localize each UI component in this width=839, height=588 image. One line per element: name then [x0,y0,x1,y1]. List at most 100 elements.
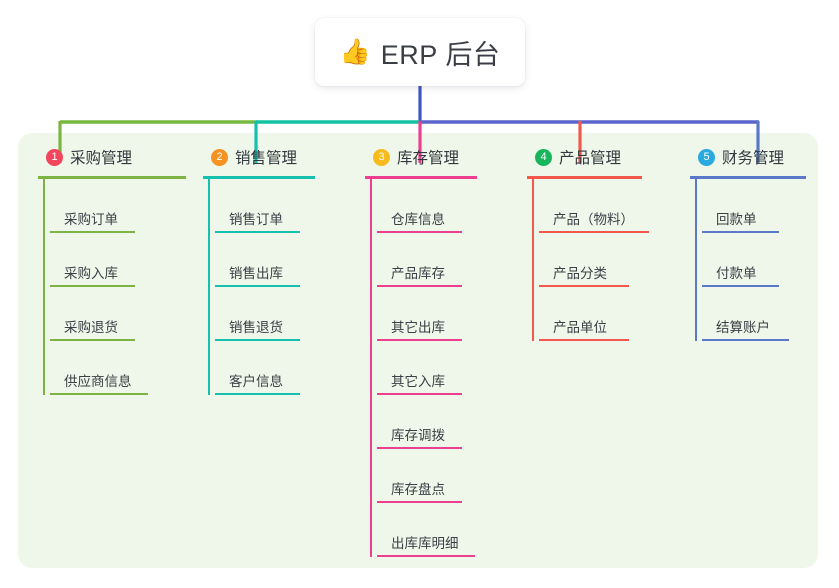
list-item-rule [539,339,629,341]
list-item[interactable]: 产品库存 [377,233,477,287]
list-item[interactable]: 其它出库 [377,287,477,341]
column-badge-5: 5 [698,148,715,166]
list-item-label: 客户信息 [229,374,283,389]
column-rule-3 [365,176,477,179]
column-spine-2 [208,179,210,395]
title-card: 👍 ERP 后台 [315,18,525,86]
list-item-label: 其它入库 [391,374,445,389]
list-item[interactable]: 其它入库 [377,341,477,395]
list-item[interactable]: 库存盘点 [377,449,477,503]
list-item[interactable]: 付款单 [702,233,806,287]
list-item-rule [539,231,649,233]
list-item-rule [377,501,462,503]
column-rule-1 [38,176,186,179]
list-item-label: 产品库存 [391,266,445,281]
list-item[interactable]: 销售退货 [215,287,315,341]
list-item-label: 结算账户 [716,320,770,335]
list-item-rule [50,285,135,287]
list-item-label: 采购入库 [64,266,118,281]
list-item[interactable]: 结算账户 [702,287,806,341]
list-item[interactable]: 仓库信息 [377,179,477,233]
list-item-rule [377,285,462,287]
column-items-1: 采购订单采购入库采购退货供应商信息 [38,179,186,395]
list-item[interactable]: 供应商信息 [50,341,186,395]
list-item-rule [215,393,300,395]
list-item-label: 产品单位 [553,320,607,335]
list-item-rule [377,555,475,557]
list-item[interactable]: 出库库明细 [377,503,477,557]
list-item-label: 供应商信息 [64,374,132,389]
list-item-rule [50,231,135,233]
list-item-rule [377,339,462,341]
list-item[interactable]: 销售订单 [215,179,315,233]
list-item-label: 仓库信息 [391,212,445,227]
column-badge-2: 2 [211,148,228,166]
column-rule-5 [690,176,806,179]
thumbs-up-icon: 👍 [339,37,371,66]
list-item[interactable]: 采购退货 [50,287,186,341]
list-item-label: 产品（物料） [553,212,634,227]
list-item-label: 销售出库 [229,266,283,281]
column-2: 2 销售管理销售订单销售出库销售退货客户信息 [203,145,315,395]
column-5: 5 财务管理回款单付款单结算账户 [690,145,806,341]
title-inner: 👍 ERP 后台 [340,33,501,72]
list-item[interactable]: 客户信息 [215,341,315,395]
column-items-5: 回款单付款单结算账户 [690,179,806,341]
list-item[interactable]: 销售出库 [215,233,315,287]
list-item[interactable]: 采购订单 [50,179,186,233]
column-title-3: 库存管理 [397,150,460,167]
column-rule-4 [527,176,642,179]
list-item-label: 采购退货 [64,320,118,335]
column-1: 1 采购管理采购订单采购入库采购退货供应商信息 [38,145,186,395]
column-spine-5 [695,179,697,341]
list-item-label: 销售订单 [229,212,283,227]
column-items-2: 销售订单销售出库销售退货客户信息 [203,179,315,395]
list-item-rule [215,339,300,341]
column-3: 3 库存管理仓库信息产品库存其它出库其它入库库存调拨库存盘点出库库明细 [365,145,477,557]
list-item-label: 库存调拨 [391,428,445,443]
list-item[interactable]: 库存调拨 [377,395,477,449]
column-header-1[interactable]: 1 采购管理 [38,145,186,169]
column-items-3: 仓库信息产品库存其它出库其它入库库存调拨库存盘点出库库明细 [365,179,477,557]
column-title-4: 产品管理 [559,150,622,167]
list-item[interactable]: 采购入库 [50,233,186,287]
list-item[interactable]: 产品分类 [539,233,642,287]
list-item[interactable]: 回款单 [702,179,806,233]
list-item-rule [702,231,779,233]
column-title-2: 销售管理 [235,150,298,167]
list-item-label: 付款单 [716,266,757,281]
column-title-1: 采购管理 [70,150,133,167]
column-title-5: 财务管理 [722,150,785,167]
list-item-rule [377,393,462,395]
list-item-rule [50,339,135,341]
list-item-rule [50,393,148,395]
column-rule-2 [203,176,315,179]
column-badge-1: 1 [46,148,63,166]
column-spine-4 [532,179,534,341]
column-header-2[interactable]: 2 销售管理 [203,145,315,169]
column-header-5[interactable]: 5 财务管理 [690,145,806,169]
background-panel [18,133,818,568]
column-items-4: 产品（物料） 产品分类产品单位 [527,179,649,341]
list-item-label: 其它出库 [391,320,445,335]
list-item-rule [215,231,300,233]
column-badge-3: 3 [373,148,390,166]
list-item-label: 回款单 [716,212,757,227]
list-item-label: 采购订单 [64,212,118,227]
list-item-rule [702,285,779,287]
column-header-3[interactable]: 3 库存管理 [365,145,477,169]
list-item-label: 产品分类 [553,266,607,281]
list-item-rule [702,339,789,341]
column-spine-3 [370,179,372,557]
list-item[interactable]: 产品（物料） [539,179,649,233]
page-title: ERP 后台 [380,39,501,70]
list-item-rule [539,285,629,287]
list-item[interactable]: 产品单位 [539,287,642,341]
list-item-rule [215,285,300,287]
list-item-label: 库存盘点 [391,482,445,497]
list-item-rule [377,447,462,449]
column-spine-1 [43,179,45,395]
